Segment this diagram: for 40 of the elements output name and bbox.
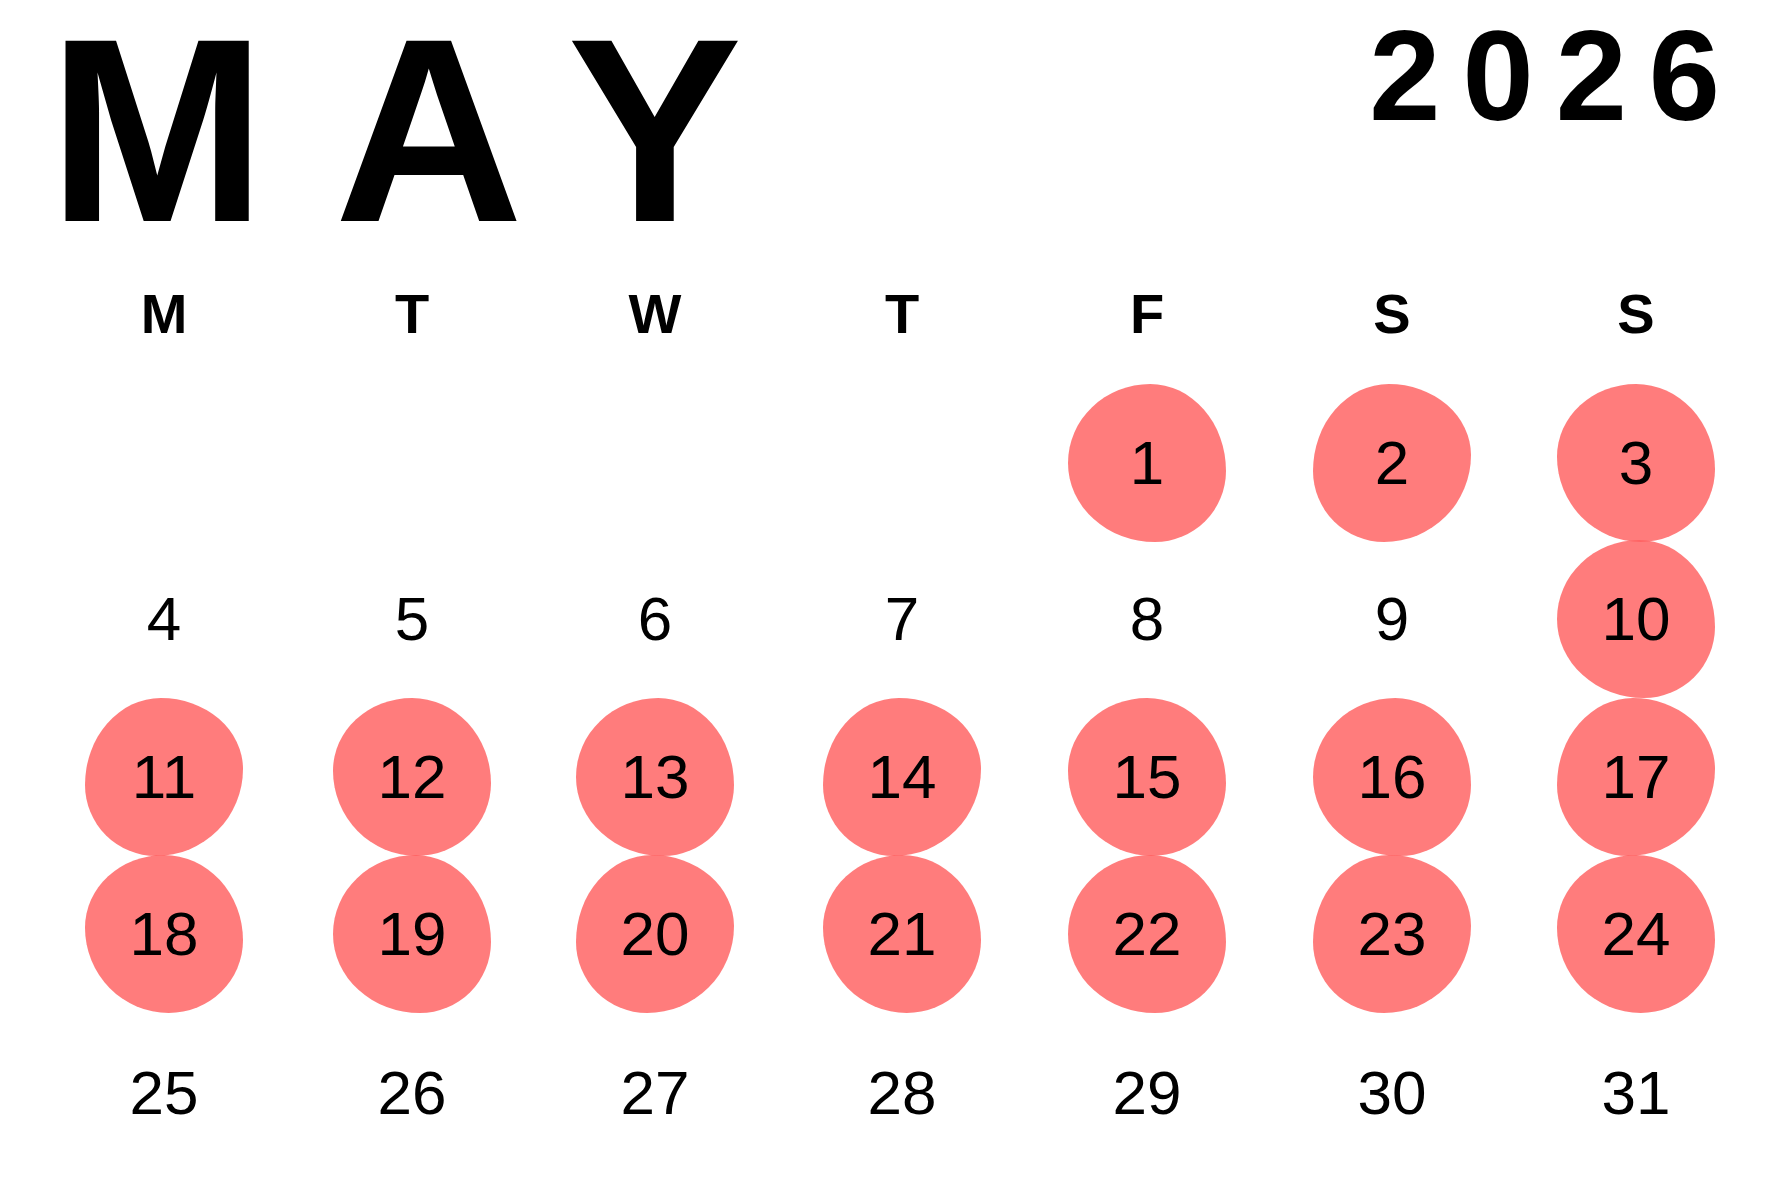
weekday-label: T [394, 286, 430, 342]
weekday-label: T [884, 286, 920, 342]
day-number: 15 [1112, 746, 1182, 808]
day-number: 28 [867, 1062, 937, 1124]
day-number: 20 [620, 903, 690, 965]
day-number: 4 [146, 588, 182, 650]
day-number: 18 [129, 903, 199, 965]
day-number: 26 [377, 1062, 447, 1124]
weekday-label: S [1373, 286, 1411, 342]
day-number: 2 [1374, 432, 1410, 494]
day-number: 8 [1129, 588, 1165, 650]
day-number: 10 [1601, 588, 1671, 650]
day-number: 22 [1112, 903, 1182, 965]
weekday-label: W [628, 286, 682, 342]
day-number: 13 [620, 746, 690, 808]
day-number: 6 [637, 588, 673, 650]
day-number: 7 [884, 588, 920, 650]
day-number: 19 [377, 903, 447, 965]
day-number: 21 [867, 903, 937, 965]
day-number: 30 [1357, 1062, 1427, 1124]
day-number: 31 [1601, 1062, 1671, 1124]
day-number: 23 [1357, 903, 1427, 965]
day-number: 27 [620, 1062, 690, 1124]
weekday-label: M [140, 286, 188, 342]
day-number: 14 [867, 746, 937, 808]
day-number: 3 [1618, 432, 1654, 494]
month-title: MAY [48, 0, 811, 262]
day-number: 17 [1601, 746, 1671, 808]
day-number: 25 [129, 1062, 199, 1124]
day-number: 29 [1112, 1062, 1182, 1124]
weekday-label: S [1617, 286, 1655, 342]
year-label: 2026 [1369, 12, 1742, 140]
day-number: 16 [1357, 746, 1427, 808]
day-number: 11 [131, 746, 197, 808]
day-number: 9 [1374, 588, 1410, 650]
day-number: 12 [377, 746, 447, 808]
day-number: 24 [1601, 903, 1671, 965]
day-number: 1 [1129, 432, 1165, 494]
weekday-label: F [1129, 286, 1165, 342]
day-number: 5 [394, 588, 430, 650]
